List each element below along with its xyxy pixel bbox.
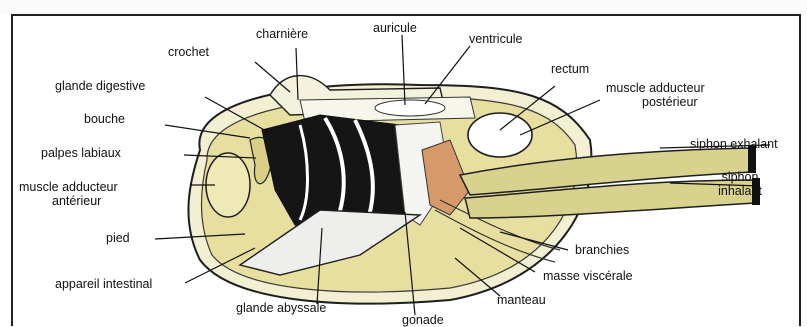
- label-ventricule: ventricule: [469, 33, 523, 46]
- posterior-adductor: [468, 113, 532, 157]
- label-muscle-adducteur-anterieur-line2: antérieur: [52, 195, 101, 208]
- label-pied: pied: [106, 232, 130, 245]
- label-siphon-inhalant-line2: inhalant: [708, 185, 772, 198]
- label-siphon-exhalant: siphon exhalant: [690, 138, 778, 151]
- ventricle-shape: [375, 100, 445, 116]
- label-auricule: auricule: [373, 22, 417, 35]
- label-crochet: crochet: [168, 46, 209, 59]
- label-muscle-adducteur-posterieur-line2: postérieur: [642, 96, 698, 109]
- label-muscle-adducteur-posterieur-line1: muscle adducteur: [606, 82, 705, 95]
- label-gonade: gonade: [402, 314, 444, 327]
- label-appareil-intestinal: appareil intestinal: [55, 278, 152, 291]
- label-charniere: charnière: [256, 28, 308, 41]
- label-bouche: bouche: [84, 113, 125, 126]
- label-palpes-labiaux: palpes labiaux: [41, 147, 121, 160]
- label-siphon-inhalant-line1: siphon: [710, 171, 770, 184]
- label-glande-digestive: glande digestive: [55, 80, 145, 93]
- label-masse-viscerale: masse viscérale: [543, 270, 633, 283]
- label-manteau: manteau: [497, 294, 546, 307]
- label-glande-abyssale: glande abyssale: [236, 302, 326, 315]
- label-rectum: rectum: [551, 63, 589, 76]
- label-muscle-adducteur-anterieur-line1: muscle adducteur: [19, 181, 118, 194]
- label-branchies: branchies: [575, 244, 629, 257]
